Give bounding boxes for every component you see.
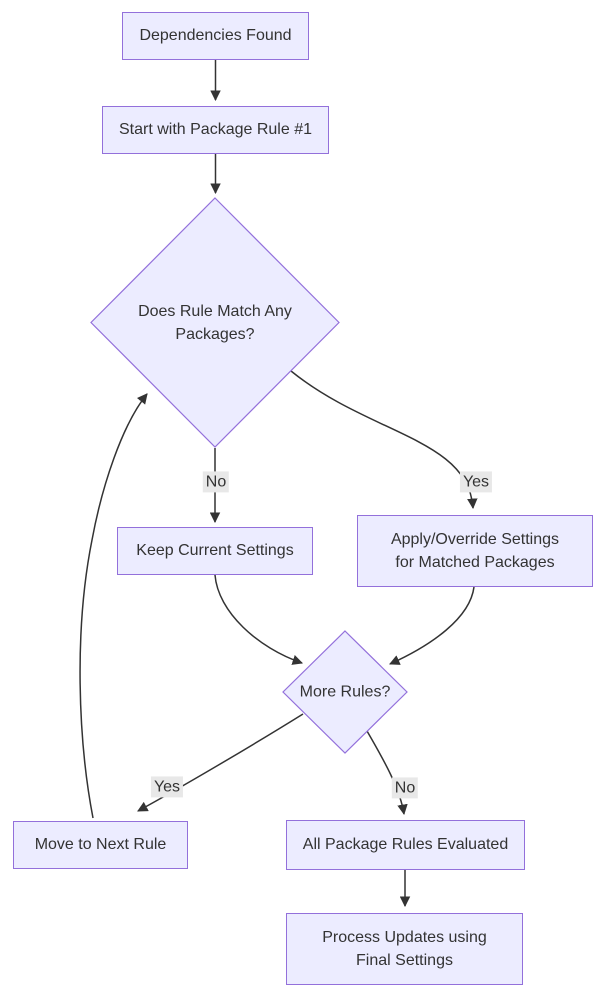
edge-label-no-more: No bbox=[391, 777, 419, 799]
node-rule-match-label: Does Rule Match Any Packages? bbox=[138, 302, 292, 343]
node-process-updates: Process Updates using Final Settings bbox=[286, 913, 523, 985]
node-apply-settings: Apply/Override Settings for Matched Pack… bbox=[357, 515, 593, 587]
edge-rule-match-yes-to-apply bbox=[290, 370, 478, 510]
edge-apply-to-more-rules bbox=[389, 586, 475, 665]
node-all-evaluated: All Package Rules Evaluated bbox=[286, 820, 525, 870]
node-keep-settings: Keep Current Settings bbox=[117, 527, 313, 575]
node-dependencies-found: Dependencies Found bbox=[122, 12, 309, 60]
edge-label-no-match: No bbox=[202, 471, 230, 493]
node-more-rules-label: More Rules? bbox=[299, 683, 391, 701]
edge-keep-to-more-rules bbox=[214, 574, 303, 665]
edge-more-rules-yes-to-move-next bbox=[137, 713, 304, 812]
node-move-next: Move to Next Rule bbox=[13, 821, 188, 869]
edge-more-rules-no-to-all-evaluated bbox=[366, 730, 408, 816]
node-rule-match-diamond-shape bbox=[90, 197, 340, 448]
edge-label-yes-more: Yes bbox=[150, 776, 184, 798]
edge-move-next-back-to-rule-match bbox=[79, 393, 148, 819]
edge-label-yes-match: Yes bbox=[459, 471, 493, 493]
node-start-rule: Start with Package Rule #1 bbox=[102, 106, 329, 154]
node-more-rules-diamond-shape bbox=[282, 630, 408, 754]
